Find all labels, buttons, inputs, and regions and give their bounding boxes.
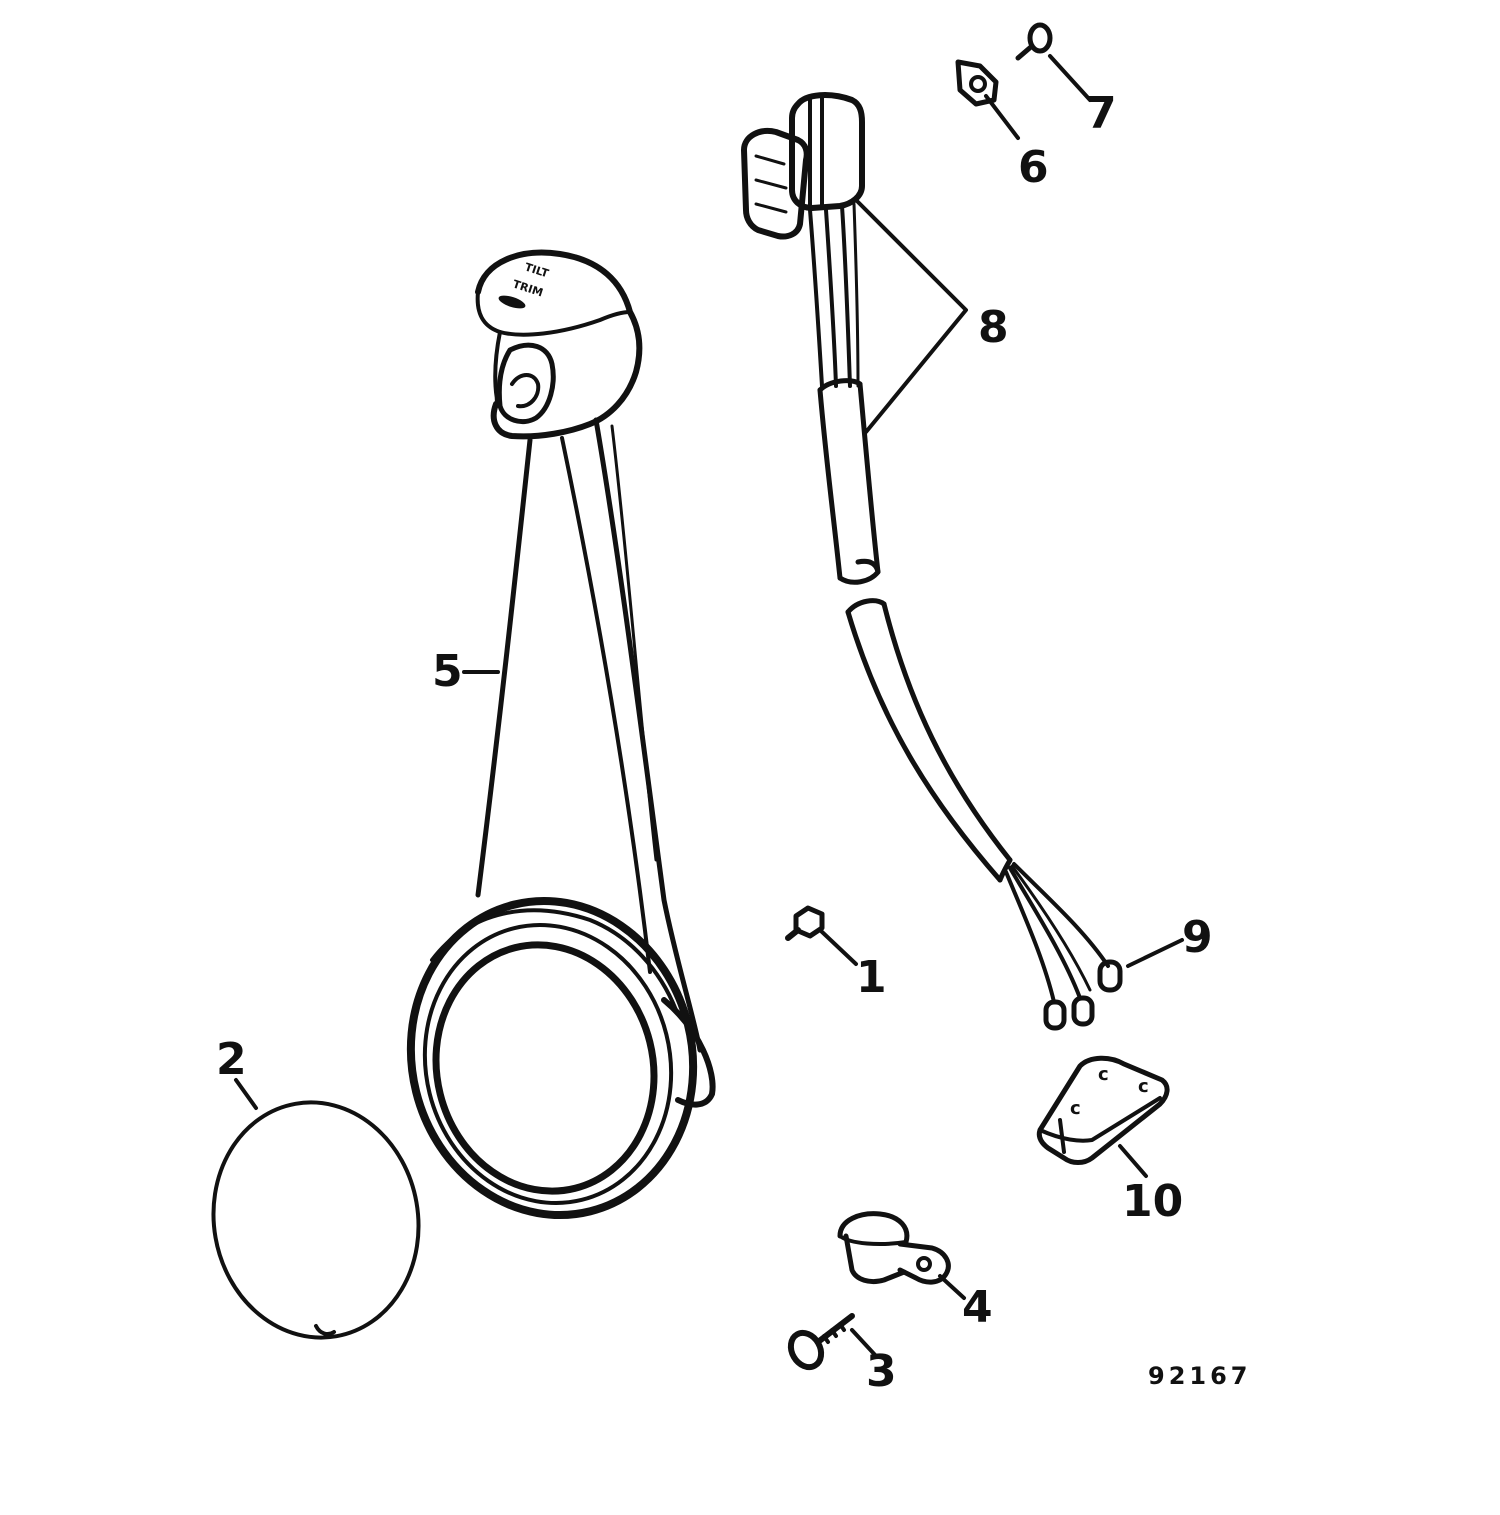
- control-handle-part-5: TILT TRIM: [406, 249, 716, 1220]
- callout-3: 3: [866, 1346, 897, 1397]
- handle-indicator-mark: [498, 295, 526, 309]
- screw-part-7: [1015, 22, 1053, 61]
- callout-8: 8: [978, 302, 1009, 353]
- nut-part-6: [955, 59, 999, 107]
- callout-1: 1: [856, 952, 887, 1003]
- screw-part-1: [785, 905, 825, 941]
- callout-7: 7: [1086, 88, 1117, 139]
- callout-6: 6: [1018, 142, 1049, 193]
- trim-switch-harness-part-8: [741, 92, 1123, 1031]
- handle-markings: TILT TRIM: [498, 260, 551, 309]
- lens-gasket-part-2: [211, 1100, 421, 1340]
- callout-10: 10: [1122, 1176, 1183, 1227]
- callout-9: 9: [1182, 912, 1213, 963]
- cable-clamp-part-4: [837, 1211, 951, 1285]
- figure-number: 92167: [1148, 1362, 1252, 1390]
- svg-text:c: c: [1138, 1076, 1149, 1097]
- svg-text:c: c: [1098, 1064, 1109, 1085]
- callout-labels: 5 2 1 3 4 6 7 8 9 10 92167: [216, 88, 1252, 1397]
- leader-lines: [234, 54, 1184, 1358]
- svg-text:TILT: TILT: [523, 260, 551, 280]
- terminal-block-part-10: c c c: [1036, 1055, 1170, 1165]
- screw-part-3: [787, 1313, 855, 1371]
- svg-text:c: c: [1070, 1098, 1081, 1119]
- wire-terminals-part-9: [1043, 959, 1123, 1031]
- callout-2: 2: [216, 1034, 247, 1085]
- svg-text:TRIM: TRIM: [511, 277, 545, 299]
- callout-4: 4: [962, 1282, 993, 1333]
- callout-5: 5: [432, 646, 463, 697]
